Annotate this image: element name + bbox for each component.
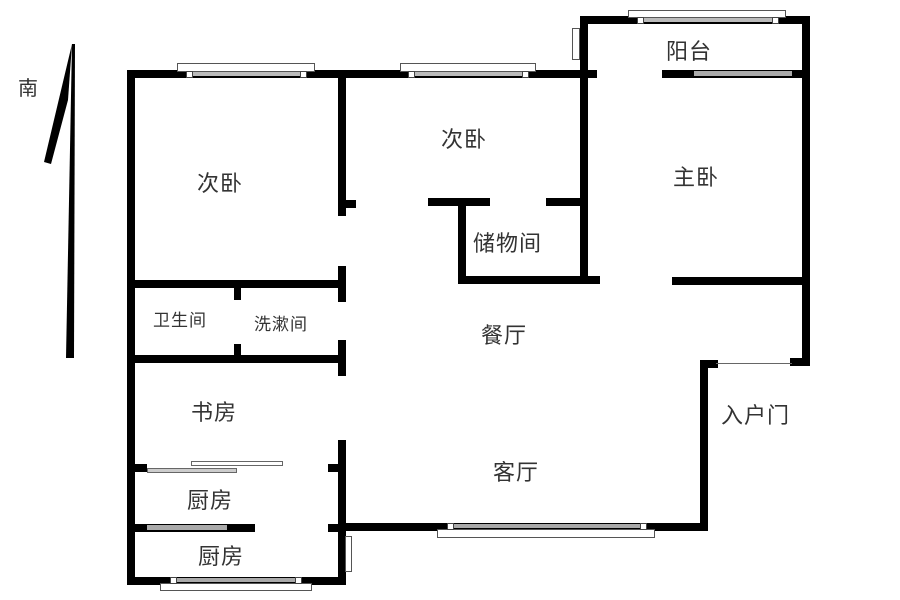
wall [234,344,241,358]
room-label-bedroom-west: 次卧 [197,172,244,197]
window-post [300,71,307,78]
room-label-balcony: 阳台 [666,40,713,65]
wall [458,198,466,284]
window-glass [640,18,774,22]
room-label-entrance: 入户门 [721,404,791,429]
wall [672,277,810,285]
window-post [640,523,647,530]
window-post [170,577,177,584]
window [177,63,315,72]
window [572,28,580,60]
wall [234,286,241,300]
window [400,63,536,72]
wall [700,360,718,368]
wall [127,70,135,584]
room-label-storage: 储物间 [473,232,543,257]
room-label-study: 书房 [191,401,238,426]
room-label-kitchen-2: 厨房 [198,545,245,570]
room-label-washroom: 洗漱间 [254,315,308,335]
room-label-living: 客厅 [493,461,540,486]
wall [458,276,600,284]
wall [580,16,588,284]
room-label-bedroom-north: 次卧 [441,128,488,153]
sliding-door [147,525,227,530]
window-glass [187,72,303,76]
window-post [637,17,644,24]
window-post [186,71,193,78]
wall [127,355,345,363]
wall [338,340,346,376]
wall [328,464,346,472]
window [345,536,352,572]
wall [338,200,356,208]
room-label-toilet: 卫生间 [153,311,207,331]
window-post [522,71,529,78]
sliding-door [191,461,283,466]
sliding-door [694,71,792,76]
window-post [772,17,779,24]
window-post [295,577,302,584]
window [628,10,786,18]
window [160,583,312,591]
door-line [716,363,792,364]
window [437,529,655,538]
wall [127,280,345,288]
window-glass [176,578,296,582]
room-label-master-bedroom: 主卧 [673,166,720,191]
compass-label: 南 [18,76,39,100]
window-glass [411,72,525,76]
window-glass [452,524,640,528]
wall [127,464,147,472]
wall [328,524,346,532]
window-post [447,523,454,530]
wall [338,440,346,584]
wall [127,70,597,78]
north-arrow-icon [44,44,75,358]
wall [802,16,810,366]
wall [700,360,708,530]
wall [338,266,346,302]
room-label-dining: 餐厅 [481,324,528,349]
room-label-kitchen-1: 厨房 [187,489,234,514]
window-post [408,71,415,78]
sliding-door [147,468,237,473]
wall [338,70,346,216]
wall [546,198,586,206]
wall [790,358,810,366]
